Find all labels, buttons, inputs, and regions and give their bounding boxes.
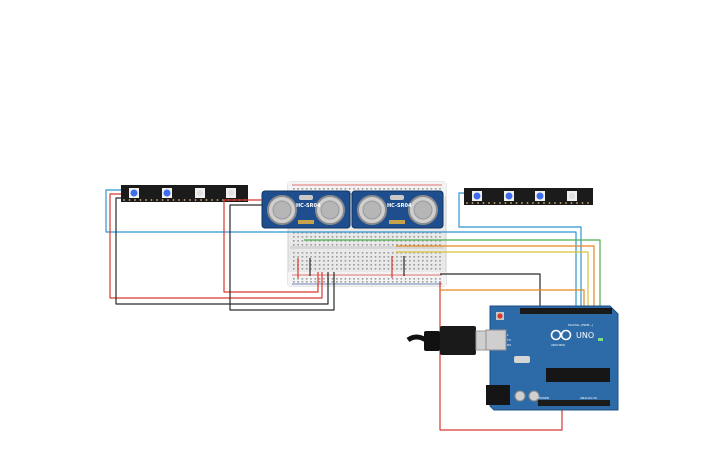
board-brand: ARDUINO: [551, 343, 566, 347]
wire-red-left-strip: [109, 193, 323, 299]
wire-red-sensor: [223, 199, 319, 293]
reset-button: [497, 313, 503, 319]
sensor-1-label: HC-SR04: [296, 203, 321, 209]
wire-orange-2: [440, 289, 585, 308]
wire-blue-right-strip: [458, 192, 582, 308]
wire-black-left-strip: [115, 197, 329, 305]
usb-port: [485, 329, 507, 351]
board-model: UNO: [576, 331, 594, 340]
arduino-logo-icon: [550, 329, 572, 341]
ultrasonic-sensor-1[interactable]: HC-SR04: [261, 190, 351, 229]
wire-red-5v: [439, 282, 563, 431]
atmega-chip: [546, 368, 610, 382]
sensor-2-label: HC-SR04: [387, 203, 412, 209]
wire-green-1: [396, 239, 601, 308]
wire-black-sensor: [229, 204, 335, 311]
power-analog-header: [538, 400, 610, 406]
wire-yellow-1: [396, 251, 589, 308]
analog-label: ANALOG IN: [580, 396, 597, 400]
wire-black-gnd: [440, 273, 541, 308]
ultrasonic-sensor-2[interactable]: HC-SR04: [351, 190, 444, 229]
wire-blue-left-strip: [105, 189, 577, 308]
power-label: POWER: [538, 396, 549, 400]
arduino-uno-board[interactable]: UNO ARDUINO DIGITAL (PWM~) POWER ANALOG …: [485, 305, 619, 411]
on-led: [598, 338, 603, 341]
wires: [105, 189, 601, 431]
digital-label: DIGITAL (PWM~): [568, 323, 593, 327]
neopixel-strip-left[interactable]: [121, 185, 248, 202]
neopixel-strip-right[interactable]: [464, 188, 593, 205]
digital-header: [520, 308, 612, 314]
usb-cable[interactable]: [406, 326, 489, 355]
strip-right-pads: [466, 202, 589, 204]
tx-label: TX: [506, 338, 511, 342]
rx-label: RX: [507, 343, 511, 347]
power-jack: [486, 385, 510, 405]
l-label: L: [507, 333, 509, 337]
wire-orange-1: [396, 245, 595, 308]
